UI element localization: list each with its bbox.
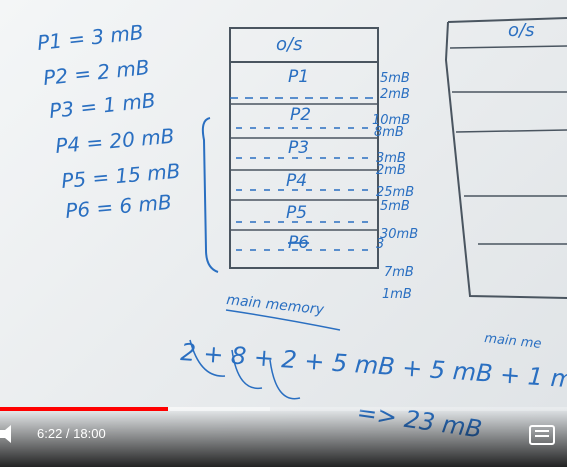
- free-label: 25mB: [376, 185, 414, 200]
- free-label: 5mB: [380, 199, 410, 214]
- played-bar: [0, 407, 168, 411]
- process-p5: P5 = 15 mB: [60, 159, 181, 193]
- free-label: 1mB: [382, 287, 412, 302]
- process-p6: P6 = 6 mB: [64, 190, 172, 223]
- free-label: 7mB: [384, 265, 414, 280]
- captions-icon[interactable]: [529, 425, 555, 445]
- progress-bar[interactable]: [0, 407, 567, 411]
- control-bar: 6:22 / 18:00: [0, 420, 567, 450]
- second-os-label: o/s: [508, 20, 534, 41]
- video-controls: [0, 409, 567, 467]
- free-label: 2mB: [380, 87, 410, 102]
- free-space-labels: 5mB 2mB 10mB 8mB 3mB 2mB 25mB 5mB 30mB 3…: [372, 71, 418, 302]
- memory-diagram: o/s P1 P2 P3 P4 P5 P6 5mB 2mB 10mB 8mB 3…: [201, 27, 418, 331]
- partition-labels: P1 P2 P3 P4 P5 P6: [286, 67, 311, 253]
- process-p3: P3 = 1 mB: [48, 88, 156, 123]
- free-label: 3: [376, 237, 384, 252]
- process-list: P1 = 3 mB P2 = 2 mB P3 = 1 mB P4 = 20 mB…: [36, 20, 181, 223]
- partition-p6: P6: [288, 233, 309, 253]
- partition-p5: P5: [286, 203, 307, 223]
- volume-icon[interactable]: [0, 423, 18, 447]
- memory-caption: main memory: [226, 292, 326, 318]
- process-p1: P1 = 3 mB: [36, 20, 144, 55]
- second-memory-caption: main me: [484, 331, 543, 352]
- partition-p4: P4: [286, 171, 307, 191]
- free-label: 30mB: [380, 227, 418, 242]
- second-memory-diagram: o/s main me: [444, 17, 567, 352]
- process-p4: P4 = 20 mB: [54, 124, 175, 158]
- free-label: 8mB: [374, 125, 404, 140]
- partition-p3: P3: [288, 138, 309, 158]
- partition-p2: P2: [290, 105, 311, 125]
- free-label: 3mB: [376, 151, 406, 166]
- partition-p1: P1: [288, 67, 309, 87]
- time-display: 6:22 / 18:00: [37, 426, 106, 441]
- os-label: o/s: [276, 34, 302, 55]
- free-label: 10mB: [372, 113, 410, 128]
- free-label: 5mB: [380, 71, 410, 86]
- process-p2: P2 = 2 mB: [42, 55, 150, 90]
- free-label: 2mB: [376, 163, 406, 178]
